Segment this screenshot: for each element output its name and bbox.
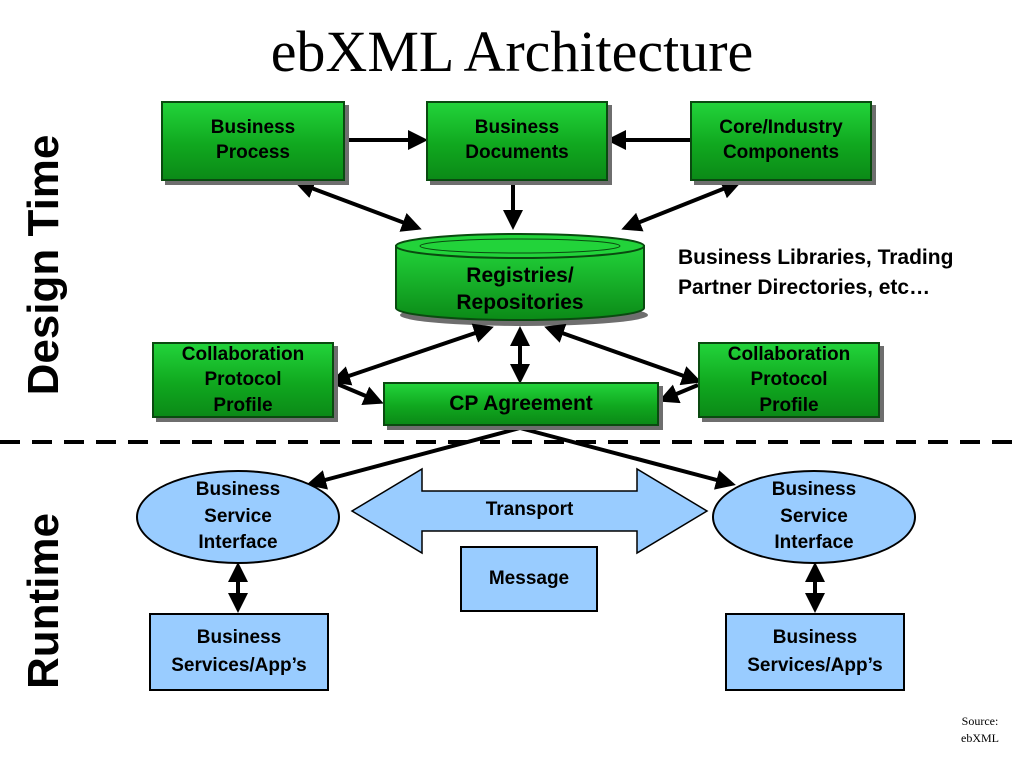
arrow-cpp-left-cpa (334, 381, 384, 405)
registries-cylinder (395, 233, 648, 326)
cpp-right-label: Collaboration Protocol Profile (727, 343, 851, 416)
business-documents-label: Business Documents (465, 117, 569, 163)
cpp-left-label: Collaboration Protocol Profile (181, 343, 305, 416)
arrow-components-registries (621, 179, 742, 232)
section-label-design-time: Design Time (19, 134, 68, 396)
registries-label: Registries/ Repositories (456, 263, 584, 314)
services-right-label: Business Services/App’s (747, 627, 883, 676)
business-documents-box: Business Documents (426, 101, 608, 181)
business-process-label: Business Process (210, 117, 296, 163)
arrow-cpa-bsi-left (306, 426, 521, 490)
arrow-registries-cpp-right (544, 323, 702, 386)
bsi-right-label: Business Service Interface (771, 479, 857, 554)
transport-arrow-shape (350, 467, 709, 555)
cp-agreement-label: CP Agreement (449, 392, 593, 416)
registries-label-wrap: Registries/ Repositories (396, 256, 644, 322)
bsi-left-ellipse: Business Service Interface (136, 470, 340, 564)
services-left-label: Business Services/App’s (171, 627, 307, 676)
arrow-registries-cpp-left (330, 323, 494, 386)
services-left-box: Business Services/App’s (149, 613, 329, 691)
arrow-cpa-bsi-right (519, 426, 736, 490)
message-label: Message (488, 567, 570, 589)
bsi-right-ellipse: Business Service Interface (712, 470, 916, 564)
section-label-runtime: Runtime (19, 513, 68, 689)
bsi-left-label: Business Service Interface (195, 479, 281, 554)
transport-label-wrap: Transport (422, 494, 637, 526)
source-note: Source: ebXML (961, 714, 999, 745)
core-components-box: Core/Industry Components (690, 101, 872, 181)
arrow-cpp-right-cpa (658, 383, 699, 404)
business-process-box: Business Process (161, 101, 345, 181)
business-libraries-note: Business Libraries, Trading Partner Dire… (678, 246, 954, 300)
page-title: ebXML Architecture (270, 19, 754, 84)
message-box: Message (460, 546, 598, 612)
arrow-process-registries (294, 179, 422, 232)
cpp-left-box: Collaboration Protocol Profile (152, 342, 334, 418)
transport-label: Transport (485, 498, 574, 520)
services-right-box: Business Services/App’s (725, 613, 905, 691)
cp-agreement-box: CP Agreement (383, 382, 659, 426)
core-components-label: Core/Industry Components (719, 117, 843, 163)
cpp-right-box: Collaboration Protocol Profile (698, 342, 880, 418)
